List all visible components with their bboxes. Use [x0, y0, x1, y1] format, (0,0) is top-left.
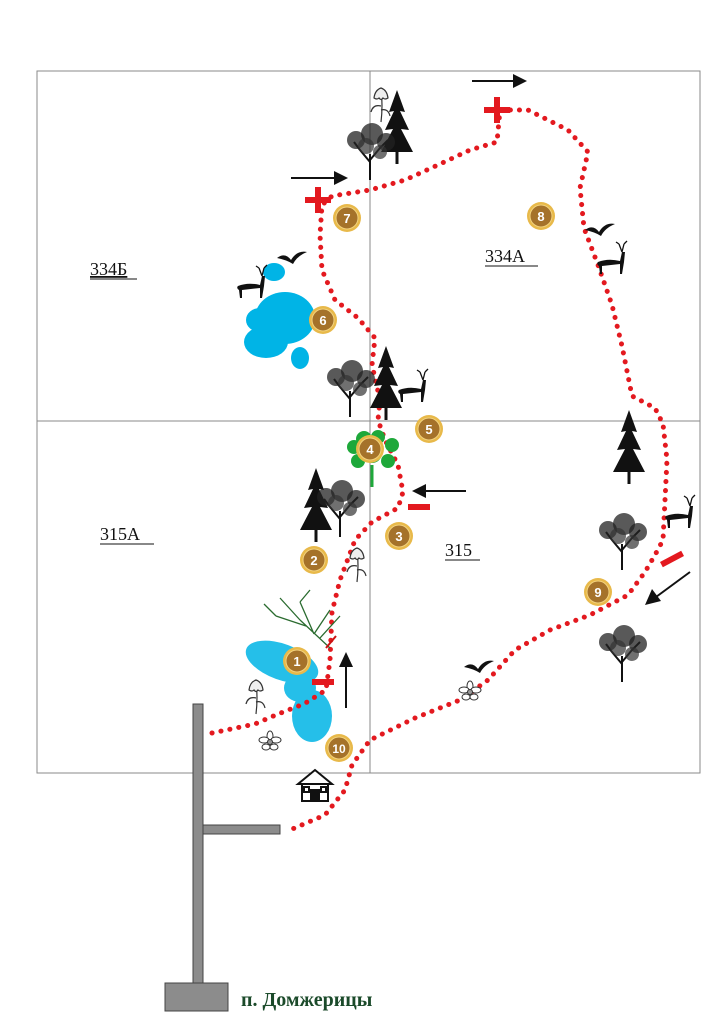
svg-text:1: 1	[293, 654, 300, 669]
svg-text:6: 6	[319, 313, 326, 328]
svg-text:5: 5	[425, 422, 432, 437]
arrow-icon	[412, 484, 466, 498]
road-end-block	[164, 982, 229, 1012]
bluebell-icon	[245, 679, 266, 715]
bird-icon	[277, 251, 307, 264]
village-label: п. Домжерицы	[241, 989, 373, 1011]
stop-1: 1	[282, 646, 312, 676]
deer-icon	[236, 264, 268, 299]
arrow-icon	[472, 74, 527, 88]
block-label-334a: 334А	[485, 246, 525, 266]
block-315-outline	[369, 420, 701, 774]
svg-text:2: 2	[310, 553, 317, 568]
daisy-icon	[258, 730, 282, 751]
deciduous-tree-icon	[598, 512, 648, 571]
trail-path	[209, 107, 670, 833]
stop-2: 2	[299, 545, 329, 575]
plus-marker-icon	[305, 187, 331, 213]
svg-text:7: 7	[343, 211, 350, 226]
deciduous-tree-icon	[326, 359, 376, 418]
stop-5: 5	[414, 414, 444, 444]
direction-arrows	[291, 74, 691, 708]
svg-text:8: 8	[537, 209, 544, 224]
bluebell-icon	[370, 87, 391, 123]
svg-text:10: 10	[332, 742, 346, 756]
deer-icon	[596, 240, 628, 275]
deer-icon	[397, 368, 429, 403]
deer-icon	[664, 494, 696, 529]
trail-markers	[305, 97, 685, 685]
plus-marker-icon	[484, 97, 510, 123]
arrow-icon	[291, 171, 348, 185]
block-label-315a: 315А	[100, 524, 140, 544]
deciduous-tree-icon	[598, 624, 648, 683]
stop-8: 8	[526, 201, 556, 231]
stop-7: 7	[332, 203, 362, 233]
svg-text:3: 3	[395, 529, 402, 544]
lake-north	[244, 263, 315, 369]
bird-icon	[464, 660, 494, 673]
block-334a-outline	[369, 70, 701, 422]
bare-tree-icon	[263, 589, 341, 649]
stop-4: 4	[355, 434, 385, 464]
house-icon	[295, 768, 335, 802]
arrow-icon	[645, 571, 691, 605]
block-labels: 334Б 334А 315А 315	[90, 246, 538, 561]
stop-3: 3	[384, 521, 414, 551]
trail	[209, 107, 670, 833]
stops: 1 2 3 4 5 6 7 8 9 10	[282, 201, 613, 763]
daisy-icon	[458, 680, 482, 701]
minus-marker-icon	[659, 550, 685, 568]
bird-icon	[585, 223, 615, 236]
svg-text:4: 4	[366, 442, 374, 457]
stop-10: 10	[324, 733, 354, 763]
road	[164, 703, 281, 1012]
block-label-315: 315	[445, 540, 472, 560]
arrow-icon	[339, 652, 353, 708]
minus-marker-icon	[312, 679, 334, 685]
minus-marker-icon	[408, 504, 430, 510]
block-label-334b: 334Б	[90, 259, 127, 279]
stop-9: 9	[583, 577, 613, 607]
svg-text:9: 9	[594, 585, 601, 600]
block-grid	[36, 70, 701, 774]
stop-6: 6	[308, 305, 338, 335]
